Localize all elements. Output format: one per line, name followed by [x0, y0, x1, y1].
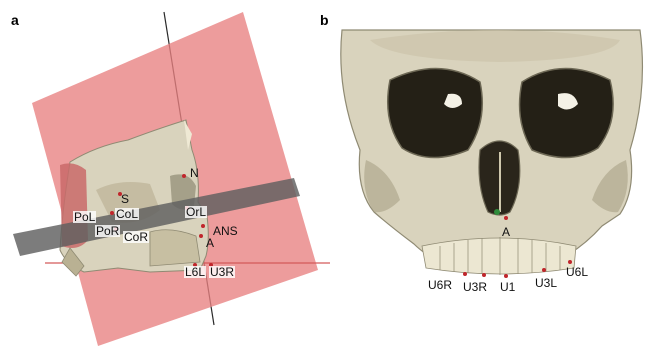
- landmark-A-frontal: A: [502, 226, 510, 238]
- panel-b-letter: b: [320, 12, 329, 28]
- landmark-U1: U1: [500, 281, 515, 293]
- green-marker: [494, 209, 500, 215]
- landmark-U6R: U6R: [428, 279, 452, 291]
- landmark-U3L: U3L: [535, 277, 557, 289]
- landmark-PoR: PoR: [95, 225, 120, 237]
- landmark-N: N: [190, 167, 199, 179]
- panel-b: b: [330, 0, 662, 348]
- landmark-L6L: L6L: [184, 266, 206, 278]
- landmark-CoR: CoR: [123, 231, 149, 243]
- panel-a: a S N: [0, 0, 330, 348]
- landmark-ANS: ANS: [213, 225, 238, 237]
- landmark-OrL: OrL: [185, 206, 207, 218]
- skull-frontal: [341, 30, 643, 275]
- panel-a-illustration: [0, 0, 330, 348]
- landmark-U3R: U3R: [209, 266, 235, 278]
- landmark-A: A: [206, 237, 214, 249]
- landmark-U3R-frontal: U3R: [463, 281, 487, 293]
- landmark-PoL: PoL: [73, 211, 96, 223]
- panel-b-illustration: [330, 0, 662, 348]
- landmark-U6L: U6L: [566, 266, 588, 278]
- landmark-CoL: CoL: [115, 208, 139, 220]
- landmark-S: S: [121, 193, 129, 205]
